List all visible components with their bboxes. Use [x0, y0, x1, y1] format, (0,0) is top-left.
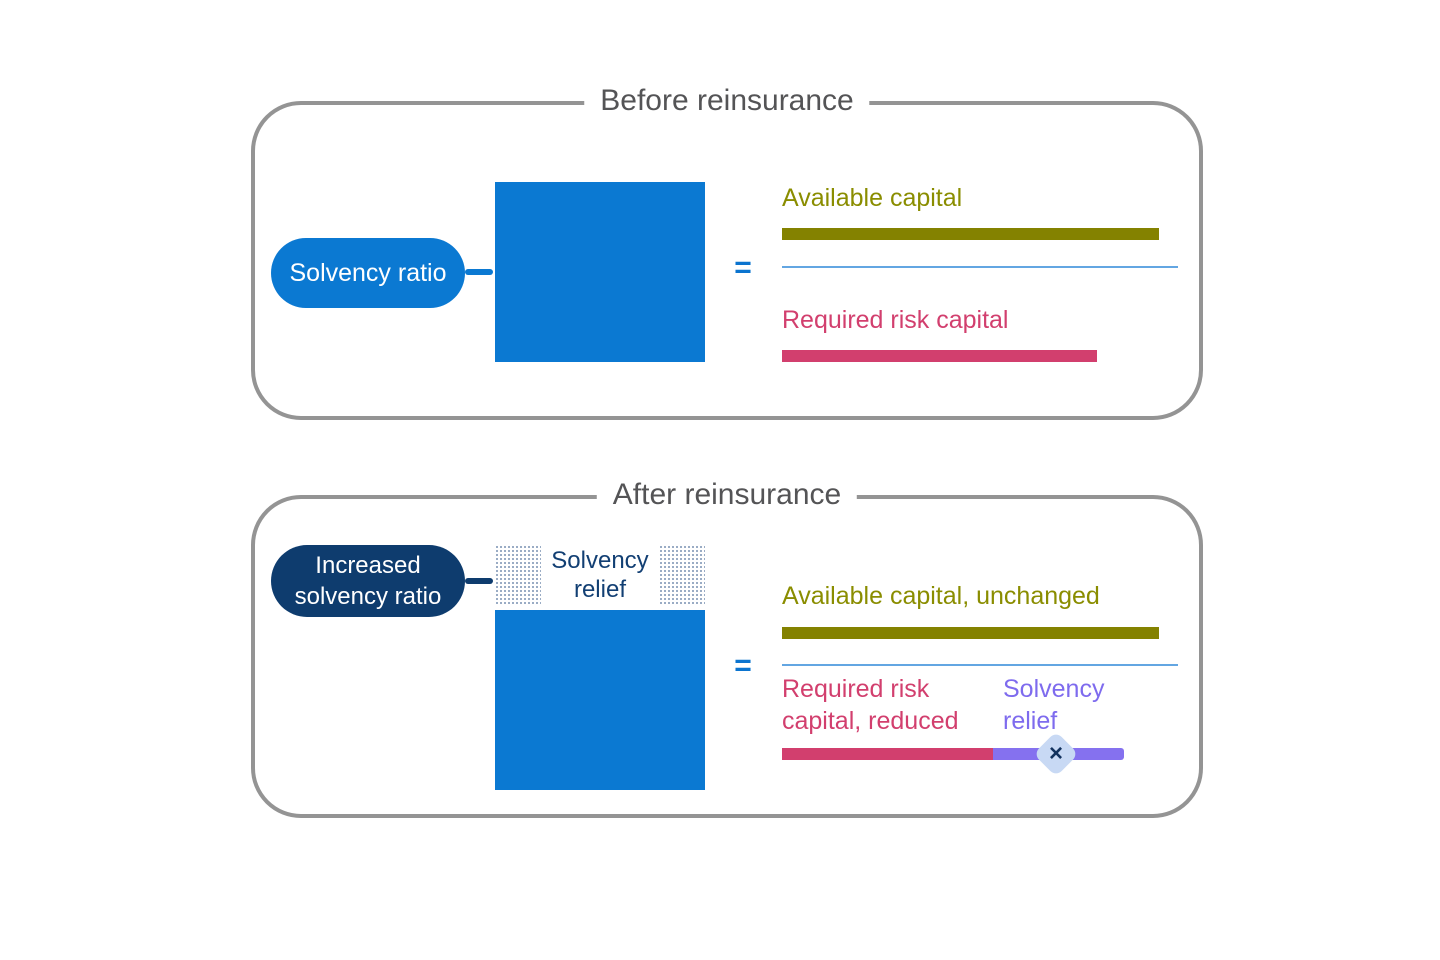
- available-capital-bar: [782, 228, 1159, 240]
- available-capital-unchanged-label: Available capital, unchanged: [782, 582, 1100, 610]
- solvency-relief-box-line2: relief: [573, 576, 626, 603]
- capital-square: [495, 610, 705, 790]
- capital-square: [495, 182, 705, 362]
- equals-sign: =: [734, 649, 752, 682]
- solvency-relief-line2: relief: [1003, 707, 1058, 735]
- solvency-relief-line1: Solvency: [1003, 675, 1105, 703]
- panel-title-after: After reinsurance: [596, 474, 858, 516]
- increased-solvency-ratio-pill-line2: solvency ratio: [294, 583, 442, 610]
- required-risk-capital-bar: [782, 350, 1097, 362]
- solvency-relief-dotted-box: Solvency relief: [495, 545, 705, 605]
- solvency-relief-box-line1: Solvency: [551, 547, 649, 574]
- increased-solvency-ratio-pill: Increased solvency ratio: [271, 545, 465, 617]
- required-risk-capital-label: Required risk capital: [782, 306, 1009, 334]
- equals-sign: =: [734, 251, 752, 284]
- solvency-relief-box-label: Solvency relief: [541, 546, 659, 604]
- required-risk-capital-reduced-label: Required risk capital, reduced: [782, 673, 959, 737]
- multiply-diamond-badge: ×: [1033, 731, 1079, 777]
- available-capital-bar: [782, 627, 1159, 639]
- required-risk-capital-reduced-bar: [782, 748, 993, 760]
- pill-connector-line: [465, 578, 493, 584]
- fraction-divider-line: [782, 266, 1178, 268]
- panel-after-reinsurance: After reinsurance Increased solvency rat…: [251, 474, 1203, 818]
- required-risk-capital-reduced-line1: Required risk: [782, 675, 930, 703]
- panel-before-reinsurance: Before reinsurance Solvency ratio = Avai…: [251, 80, 1203, 420]
- multiply-icon: ×: [1048, 739, 1064, 767]
- pill-connector-line: [465, 269, 493, 275]
- available-capital-label: Available capital: [782, 184, 963, 212]
- fraction-divider-line: [782, 664, 1178, 666]
- solvency-ratio-pill: Solvency ratio: [271, 238, 465, 308]
- solvency-ratio-pill-label: Solvency ratio: [289, 258, 447, 287]
- increased-solvency-ratio-pill-line1: Increased: [315, 552, 421, 579]
- panel-title-before: Before reinsurance: [584, 80, 870, 122]
- required-risk-capital-reduced-line2: capital, reduced: [782, 707, 959, 735]
- solvency-relief-label: Solvency relief: [1003, 673, 1104, 737]
